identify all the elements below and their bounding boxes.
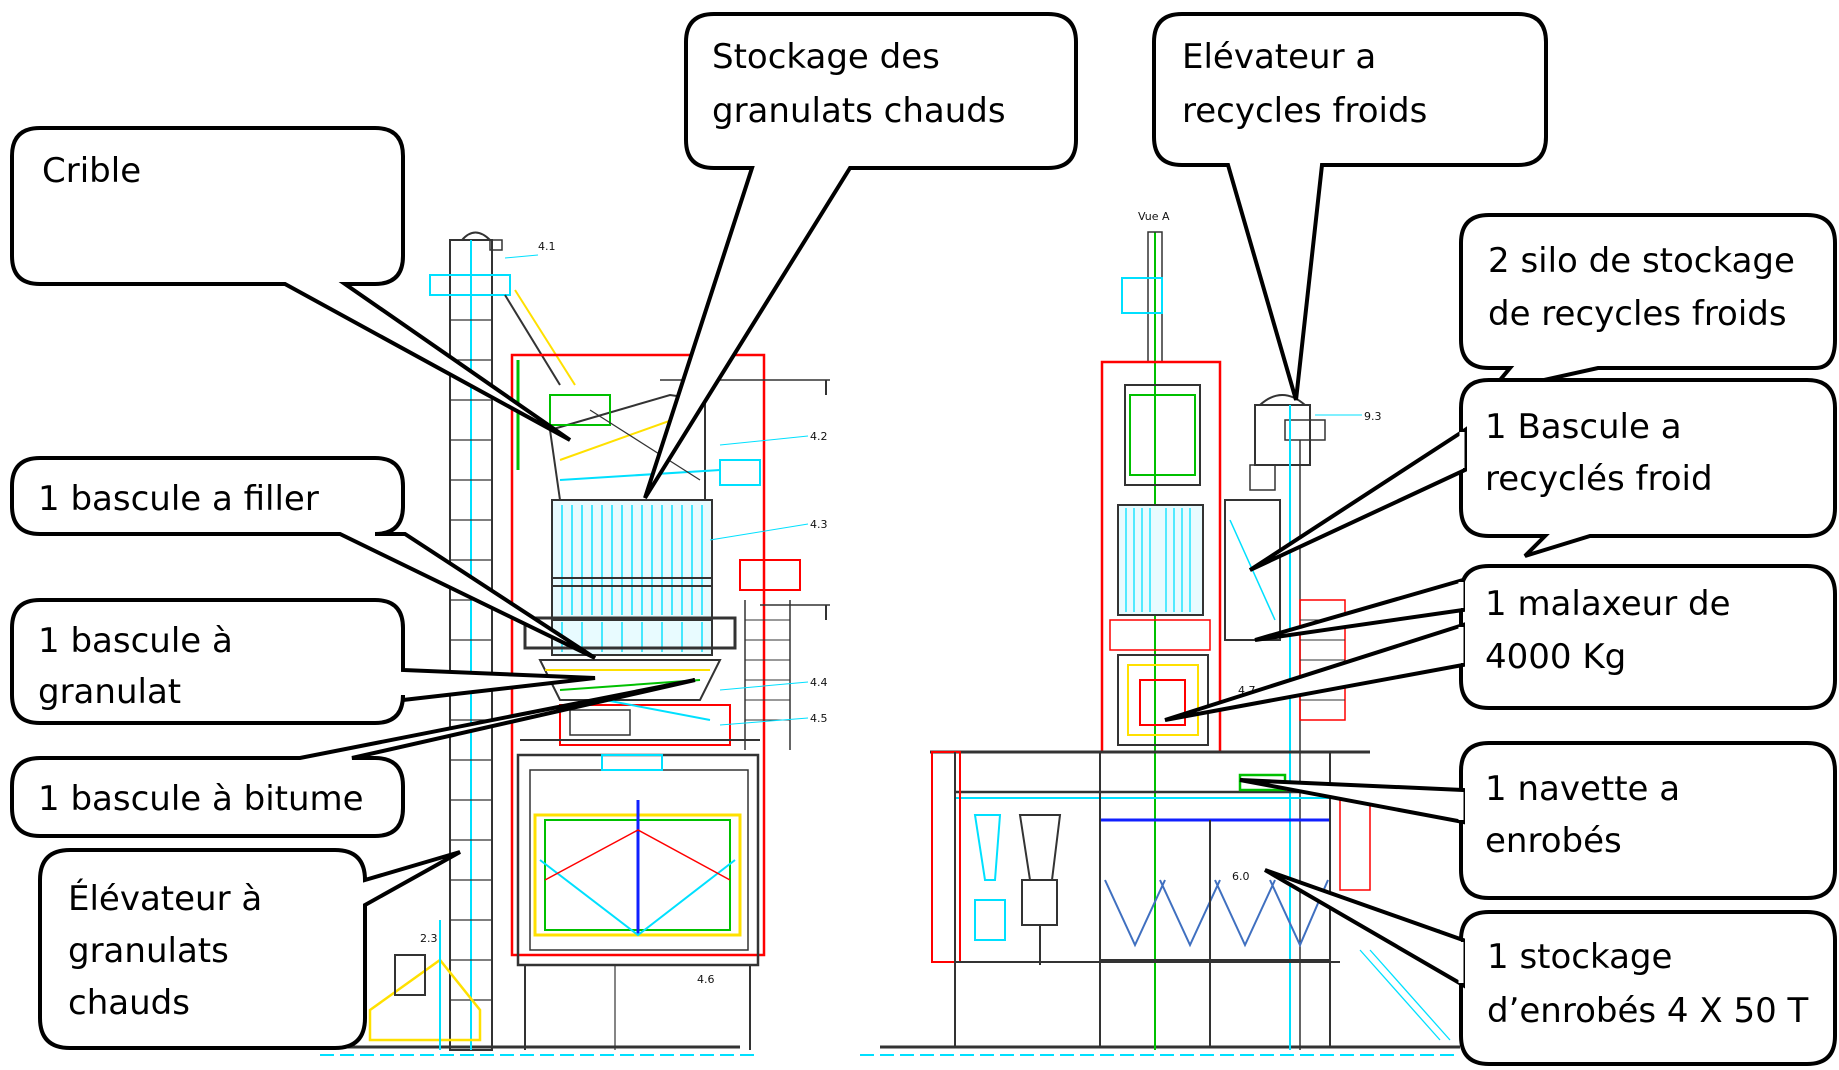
label-6-0: 6.0 (1232, 870, 1250, 883)
label-9-3: 9.3 (1364, 410, 1382, 423)
label-4-5: 4.5 (810, 712, 828, 725)
label-4-2: 4.2 (810, 430, 828, 443)
callout-bascule-bitume: 1 bascule à bitume (10, 678, 696, 838)
callout-stockage-enrobes-text: 1 stockage d’enrobés 4 X 50 T (1487, 937, 1809, 1031)
callout-bascule-recycles: 1 Bascule a recyclés froid (1248, 378, 1837, 572)
callout-crible: Crible (10, 126, 572, 442)
label-2-3: 2.3 (420, 932, 438, 945)
callout-stockage-granulats-text: Stockage des granulats chauds (712, 37, 1006, 131)
callout-bascule-bitume-text: 1 bascule à bitume (38, 779, 364, 819)
callout-bascule-granulat-text: 1 bascule à granulat (38, 621, 244, 712)
right-plant-drawing: Vue A 9.3 4.7 (860, 210, 1460, 1056)
loader-drawing (368, 920, 482, 1050)
callout-elevateur-recycles: Elévateur a recycles froids (1152, 12, 1548, 401)
callout-navette: 1 navette a enrobés (1239, 741, 1837, 900)
callout-silo-recycles: 2 silo de stockage de recycles froids (1459, 213, 1837, 396)
callout-elevateur-granulats: Élévateur à granulats chauds (38, 848, 461, 1050)
callout-elevateur-recycles-text: Elévateur a recycles froids (1182, 37, 1427, 131)
left-plant-drawing: 4.1 4.2 4.3 4.4 4.5 4.6 2.3 (320, 231, 830, 1056)
label-4-4: 4.4 (810, 676, 828, 689)
callout-navette-text: 1 navette a enrobés (1485, 769, 1691, 861)
callout-bascule-recycles-text: 1 Bascule a recyclés froid (1485, 407, 1713, 499)
callout-crible-text: Crible (42, 151, 141, 191)
callout-bascule-granulat: 1 bascule à granulat (10, 598, 596, 725)
callout-bascule-filler: 1 bascule a filler (10, 456, 597, 660)
callout-stockage-enrobes: 1 stockage d’enrobés 4 X 50 T (1263, 868, 1837, 1066)
weighing-mixer-drawing (520, 659, 760, 746)
callout-silo-recycles-text: 2 silo de stockage de recycles froids (1488, 241, 1806, 334)
callout-malaxeur: 1 malaxeur de 4000 Kg (1164, 564, 1837, 722)
callout-bascule-filler-text: 1 bascule a filler (38, 479, 319, 519)
label-vue-a: Vue A (1138, 210, 1170, 223)
label-4-1: 4.1 (538, 240, 556, 253)
label-4-3: 4.3 (810, 518, 828, 531)
label-4-6: 4.6 (697, 973, 715, 986)
callout-stockage-granulats: Stockage des granulats chauds (643, 12, 1078, 500)
callout-malaxeur-text: 1 malaxeur de 4000 Kg (1485, 584, 1741, 677)
left-stairs-drawing (739, 559, 830, 750)
left-storage-frame-drawing (516, 753, 760, 1050)
callout-elevateur-granulats-text: Élévateur à granulats chauds (68, 878, 273, 1023)
